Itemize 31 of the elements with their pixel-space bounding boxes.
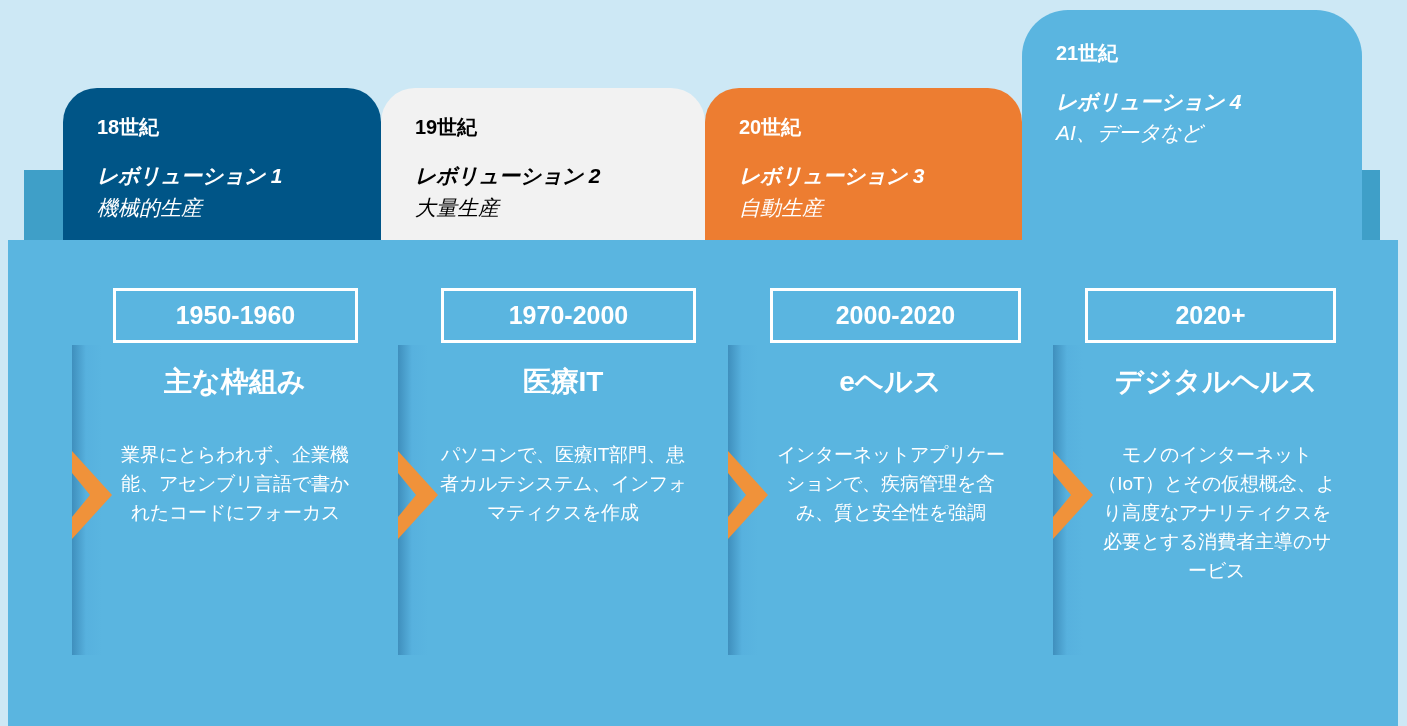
era-heading: デジタルヘルス [1114,365,1319,399]
era-description: 業界にとらわれず、企業機能、アセンブリ言語で書かれたコードにフォーカス [120,443,350,525]
era-description: インターネットアプリケーションで、疾病管理を含み、質と安全性を強調 [775,443,1006,525]
year-box: 2000-2020 [770,288,1021,343]
year-box: 1970-2000 [441,288,696,343]
era-tab [1022,10,1362,240]
revolution-title: レボリューション 4 [1056,89,1242,115]
era-heading: 主な枠組み [163,365,307,399]
century-label: 21世紀 [1056,41,1119,66]
revolution-title: レボリューション 3 [739,163,925,189]
era-heading: eヘルス [838,365,943,399]
revolution-title: レボリューション 1 [97,163,283,189]
year-box: 1950-1960 [113,288,358,343]
year-box: 2020+ [1085,288,1336,343]
revolution-subtitle: 大量生産 [415,195,499,221]
century-label: 20世紀 [739,115,802,140]
chevron-arrow [728,451,768,539]
chevron-arrow [72,451,112,539]
century-label: 18世紀 [97,115,160,140]
chevron-arrow [1053,451,1093,539]
era-tab [63,88,381,240]
era-tab [381,88,705,240]
chevron-arrow [398,451,438,539]
era-tab [705,88,1022,240]
revolution-subtitle: 機械的生産 [97,195,202,221]
era-description: モノのインターネット（IoT）とその仮想概念、より高度なアナリティクスを必要とする消費者主導のサービス [1097,443,1336,583]
era-heading: 医療IT [521,365,605,399]
revolution-subtitle: 自動生産 [739,195,823,221]
revolution-title: レボリューション 2 [415,163,601,189]
century-label: 19世紀 [415,115,478,140]
era-description: パソコンで、医療IT部門、患者カルテシステム、インフォマティクスを作成 [438,443,688,525]
